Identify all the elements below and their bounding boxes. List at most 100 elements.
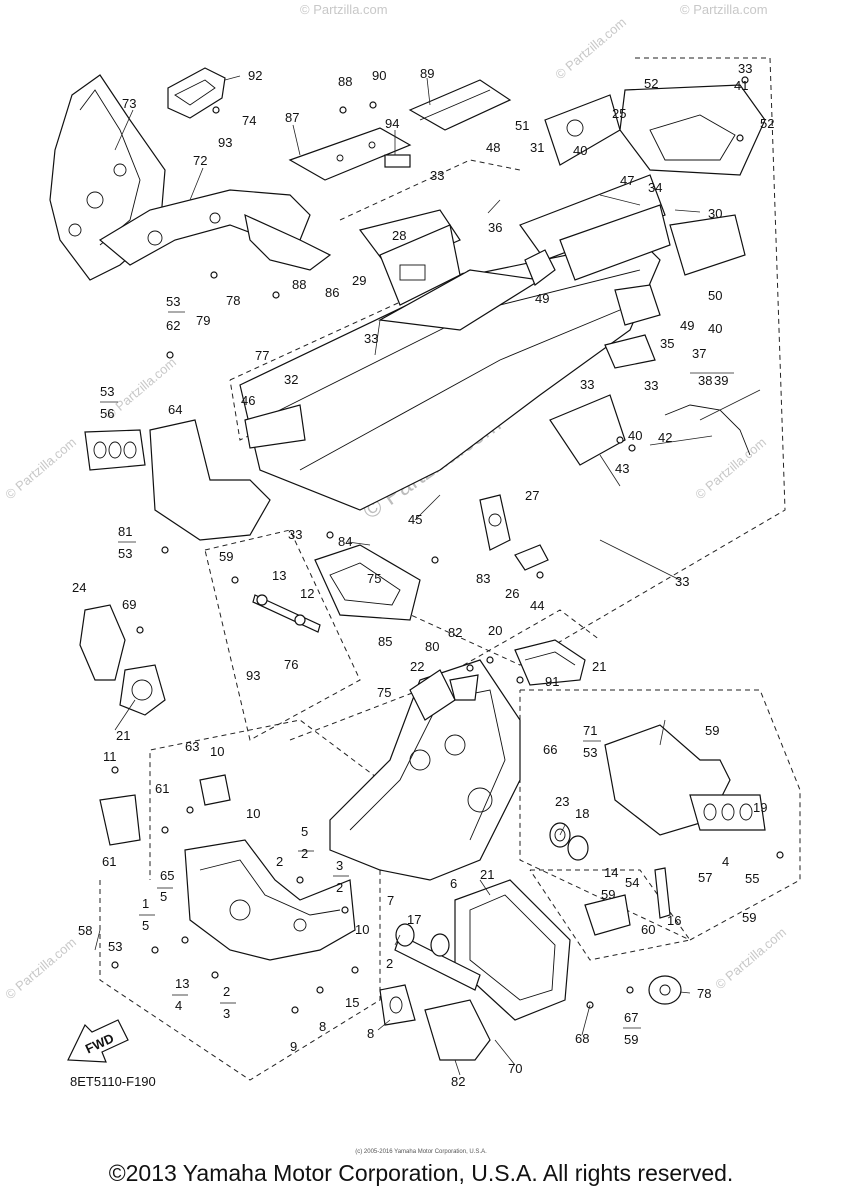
callout: 93	[218, 135, 232, 150]
callout: 75	[367, 571, 381, 586]
callout: 40	[708, 321, 722, 336]
callout: 20	[488, 623, 502, 638]
callout: 2	[301, 846, 308, 861]
diagram-code: 8ET5110-F190	[70, 1074, 156, 1089]
callout: 5	[160, 889, 167, 904]
parts-57-58-60	[584, 867, 671, 936]
callout: 31	[530, 140, 544, 155]
callout: 47	[620, 173, 634, 188]
parts-63-55	[604, 724, 766, 836]
callout: 75	[377, 685, 391, 700]
callout: 5	[301, 824, 308, 839]
watermark: © Partzilla.com	[692, 434, 769, 502]
callout: 62	[166, 318, 180, 333]
part-92-duct	[167, 67, 226, 119]
callout: 10	[355, 922, 369, 937]
callout: 26	[505, 586, 519, 601]
group-outlines	[99, 57, 801, 1081]
callout: 1	[142, 896, 149, 911]
watermark: © Partzilla.com	[300, 2, 388, 17]
part-12-rod	[252, 594, 321, 633]
callout: 81	[118, 524, 132, 539]
parts-49-50	[524, 214, 746, 326]
copyright-footer: ©2013 Yamaha Motor Corporation, U.S.A. A…	[108, 1160, 734, 1186]
part-72-frame-tube	[98, 189, 332, 271]
rear-frame	[519, 84, 766, 281]
callout: 79	[196, 313, 210, 328]
callout: 86	[325, 285, 339, 300]
callout: 56	[100, 406, 114, 421]
callout: 93	[246, 668, 260, 683]
watermark: © Partzilla.com	[2, 934, 79, 1002]
callout: 55	[745, 871, 759, 886]
callout: 48	[486, 140, 500, 155]
callout: 77	[255, 348, 269, 363]
callout: 12	[300, 586, 314, 601]
callout: 59	[705, 723, 719, 738]
callout: 80	[425, 639, 439, 654]
callout: 34	[648, 180, 662, 195]
part-89-top-plate	[408, 79, 512, 131]
callout: 29	[352, 273, 366, 288]
callout: 69	[122, 597, 136, 612]
fine-print: (c) 2005-2016 Yamaha Motor Corporation, …	[355, 1149, 487, 1155]
parts-69-71	[79, 604, 166, 716]
callout: 13	[175, 976, 189, 991]
callout: 49	[680, 318, 694, 333]
part-91-pad	[514, 639, 586, 686]
callout: 59	[601, 887, 615, 902]
callout: 52	[644, 76, 658, 91]
callout: 25	[612, 106, 626, 121]
callout: 46	[241, 393, 255, 408]
part-37-cable	[664, 404, 751, 456]
callout: 58	[78, 923, 92, 938]
callout: 35	[660, 336, 674, 351]
callout: 30	[708, 206, 722, 221]
callout: 94	[385, 116, 399, 131]
callout: 14	[604, 865, 618, 880]
callout: 27	[525, 488, 539, 503]
callout: 39	[714, 373, 728, 388]
part-94	[384, 154, 411, 168]
callout: 54	[625, 875, 639, 890]
callout: 28	[392, 228, 406, 243]
callout: 16	[667, 913, 681, 928]
callout: 33	[644, 378, 658, 393]
callout: 73	[122, 96, 136, 111]
callout: 88	[292, 277, 306, 292]
callout: 78	[226, 293, 240, 308]
watermark: © Partzilla.com	[712, 924, 789, 992]
callout: 53	[583, 745, 597, 760]
callout: 83	[476, 571, 490, 586]
watermark: © Partzilla.com	[680, 2, 768, 17]
callout: 52	[760, 116, 774, 131]
callout: 2	[386, 956, 393, 971]
fwd-arrow: FWD	[67, 1019, 129, 1063]
callout: 51	[515, 118, 529, 133]
callout: 23	[555, 794, 569, 809]
bracket-bars	[100, 311, 734, 1029]
callout: 40	[628, 428, 642, 443]
callout: 82	[448, 625, 462, 640]
callout: 84	[338, 534, 352, 549]
callout: 53	[100, 384, 114, 399]
callout: 72	[193, 153, 207, 168]
callout: 88	[338, 74, 352, 89]
callout: 70	[508, 1061, 522, 1076]
callout: 33	[430, 168, 444, 183]
callout: 4	[722, 854, 729, 869]
callout: 6	[450, 876, 457, 891]
callout: 33	[580, 377, 594, 392]
parts-35-27-26	[479, 334, 656, 571]
callout: 49	[535, 291, 549, 306]
callout: 22	[410, 659, 424, 674]
callout: 74	[242, 113, 256, 128]
callout: 19	[753, 800, 767, 815]
callout: 37	[692, 346, 706, 361]
callout: 64	[168, 402, 182, 417]
lower-left-assembly	[99, 774, 356, 961]
callout: 8	[319, 1019, 326, 1034]
part-46	[244, 404, 306, 449]
callout: 85	[378, 634, 392, 649]
watermark: © Partzilla.com	[2, 434, 79, 502]
